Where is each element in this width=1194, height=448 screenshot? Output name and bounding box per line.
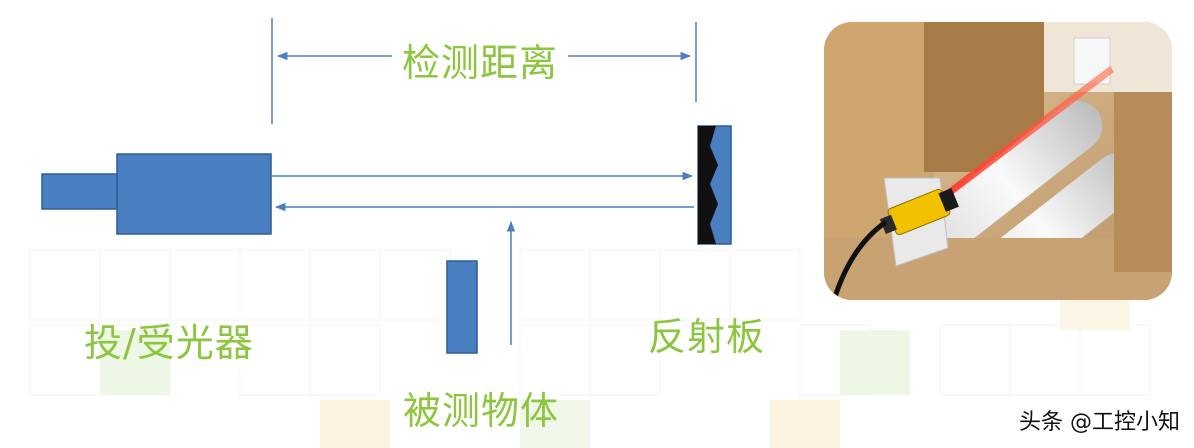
distance-label: 检测距离	[392, 44, 569, 82]
emitter-connector	[41, 173, 119, 210]
emitter-receiver-label: 投/受光器	[84, 321, 254, 365]
object-label: 被测物体	[403, 389, 560, 433]
reflector-prism-teeth	[698, 126, 718, 244]
watermark: 头条 @工控小知	[1019, 410, 1180, 435]
reflector-label: 反射板	[648, 315, 766, 359]
photoelectric-sensor-photo	[824, 22, 1172, 300]
emitter-receiver-body	[116, 153, 272, 235]
detected-object	[446, 260, 478, 354]
